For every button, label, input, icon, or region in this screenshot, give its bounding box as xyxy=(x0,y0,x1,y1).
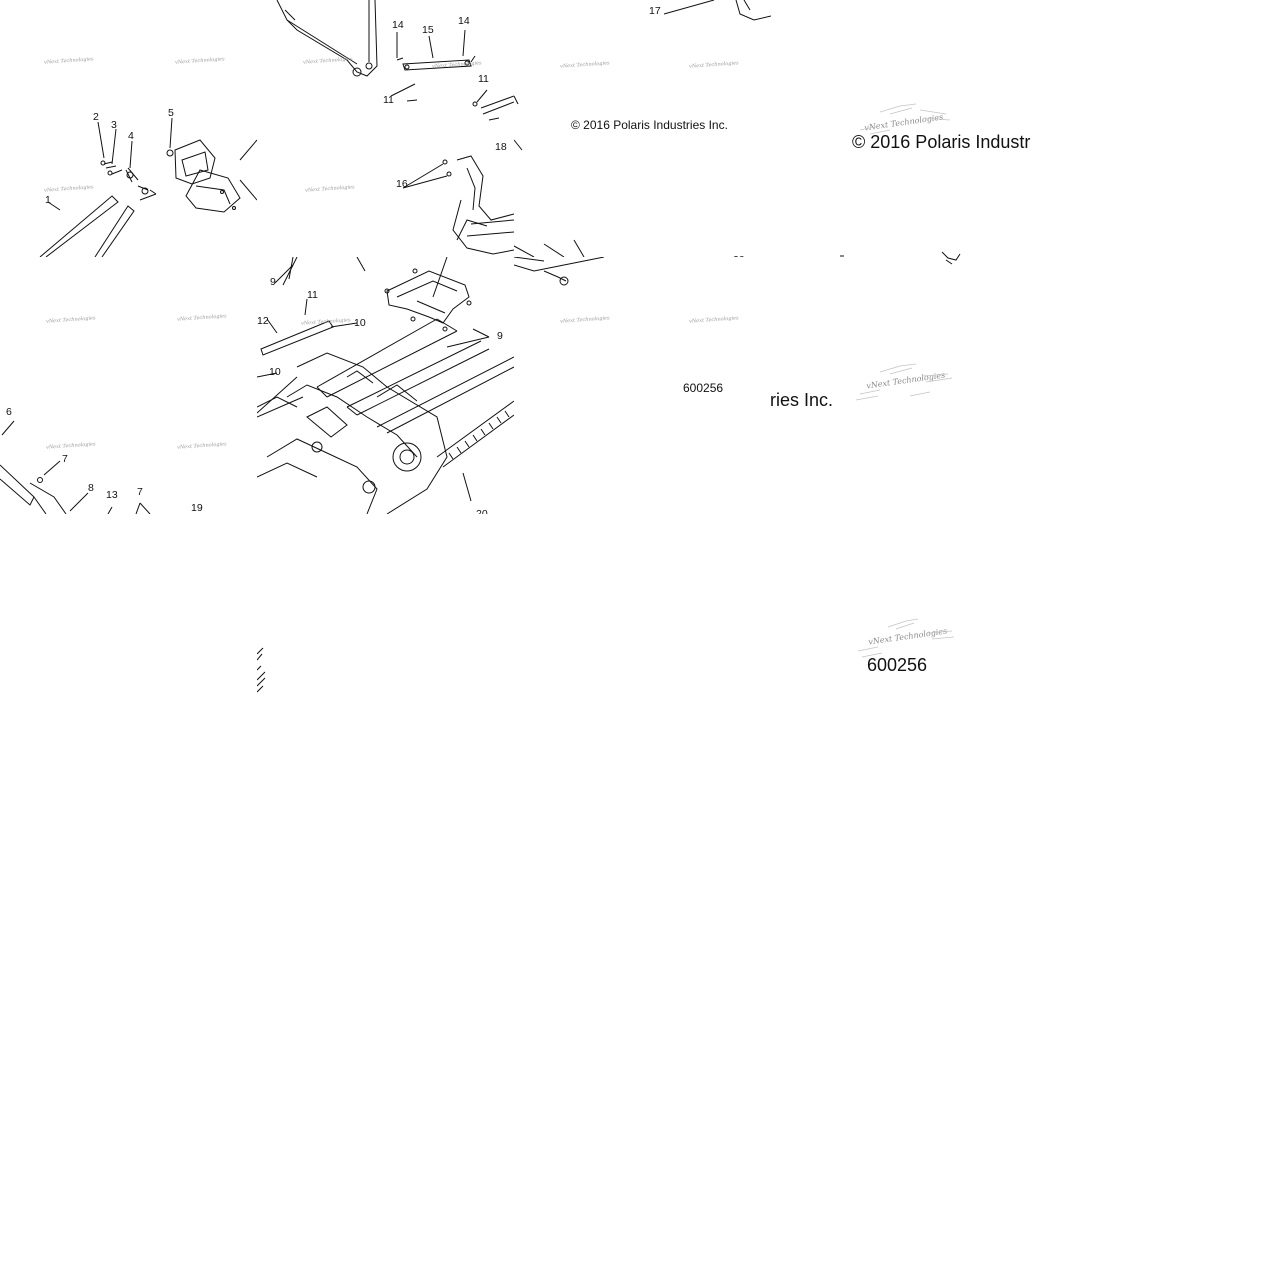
callout-10-left: 10 xyxy=(269,366,281,378)
drawing-code-large: 600256 xyxy=(867,655,928,675)
callout-1: 1 xyxy=(45,194,51,206)
callout-12: 12 xyxy=(257,315,269,327)
callout-15: 15 xyxy=(422,24,434,36)
bracket-fragment-drawing xyxy=(840,251,961,265)
diagram-strip-bottom-center xyxy=(257,514,267,696)
callout-19: 19 xyxy=(191,502,203,514)
diagram-tile-center: 9 11 10 12 10 9 20 vNext Technologies xyxy=(257,257,514,514)
callout-9-left: 9 xyxy=(270,276,276,288)
diagram-tile-top-left: 1 2 3 4 5 vNext Technologies vNext Techn… xyxy=(0,0,257,257)
chassis-drawing xyxy=(257,257,514,514)
callout-3: 3 xyxy=(111,119,117,131)
callout-11-left: 11 xyxy=(383,94,394,106)
watermark-scribble xyxy=(859,103,951,135)
watermark-scribble xyxy=(857,618,955,658)
callout-11-center: 11 xyxy=(307,289,318,301)
callout-18: 18 xyxy=(495,141,507,153)
callout-13: 13 xyxy=(106,489,118,501)
callout-10-right: 10 xyxy=(354,317,366,329)
edge-fragment-drawing xyxy=(257,647,266,693)
callout-7-left: 7 xyxy=(62,453,68,465)
callout-2: 2 xyxy=(93,111,99,123)
diagram-tile-top-center: 14 15 14 11 11 16 18 vNext Technologies … xyxy=(257,0,514,257)
callout-6: 6 xyxy=(6,406,12,418)
callout-20-top: 20 xyxy=(733,255,745,257)
callout-4: 4 xyxy=(128,130,134,142)
callout-11-right: 11 xyxy=(478,73,489,85)
rear-rail-drawing xyxy=(514,257,605,286)
diagram-tile-middle-right: 600256 vNext Technologies vNext Technolo… xyxy=(514,257,771,514)
copyright-text-small: © 2016 Polaris Industries Inc. xyxy=(571,118,728,132)
diagram-tile-middle-left: 6 7 8 13 7 19 vNext Technologies vNext T… xyxy=(0,257,257,514)
copyright-text-large: © 2016 Polaris Industr xyxy=(852,132,1031,152)
callout-5: 5 xyxy=(168,107,174,119)
callout-14-left: 14 xyxy=(392,19,404,31)
callout-20-bottom: 20 xyxy=(476,508,488,514)
callout-7-right: 7 xyxy=(137,486,143,498)
diagram-tile-top-right: 17 20 © 2016 Polaris Industries Inc. vNe… xyxy=(514,0,771,257)
watermark-scribble xyxy=(855,363,953,401)
upper-frame-drawing xyxy=(276,0,514,255)
callout-16: 16 xyxy=(396,178,408,190)
lower-left-frame-drawing xyxy=(0,420,151,514)
callout-14-right: 14 xyxy=(458,15,470,27)
frame-tubes-drawing xyxy=(39,117,257,257)
rear-bracket-drawing xyxy=(514,0,771,257)
callout-17: 17 xyxy=(649,5,661,17)
callout-8: 8 xyxy=(88,482,94,494)
callout-9-right: 9 xyxy=(497,330,503,342)
copyright-text-large-continued: ries Inc. xyxy=(770,390,834,410)
drawing-code-small: 600256 xyxy=(683,381,724,395)
